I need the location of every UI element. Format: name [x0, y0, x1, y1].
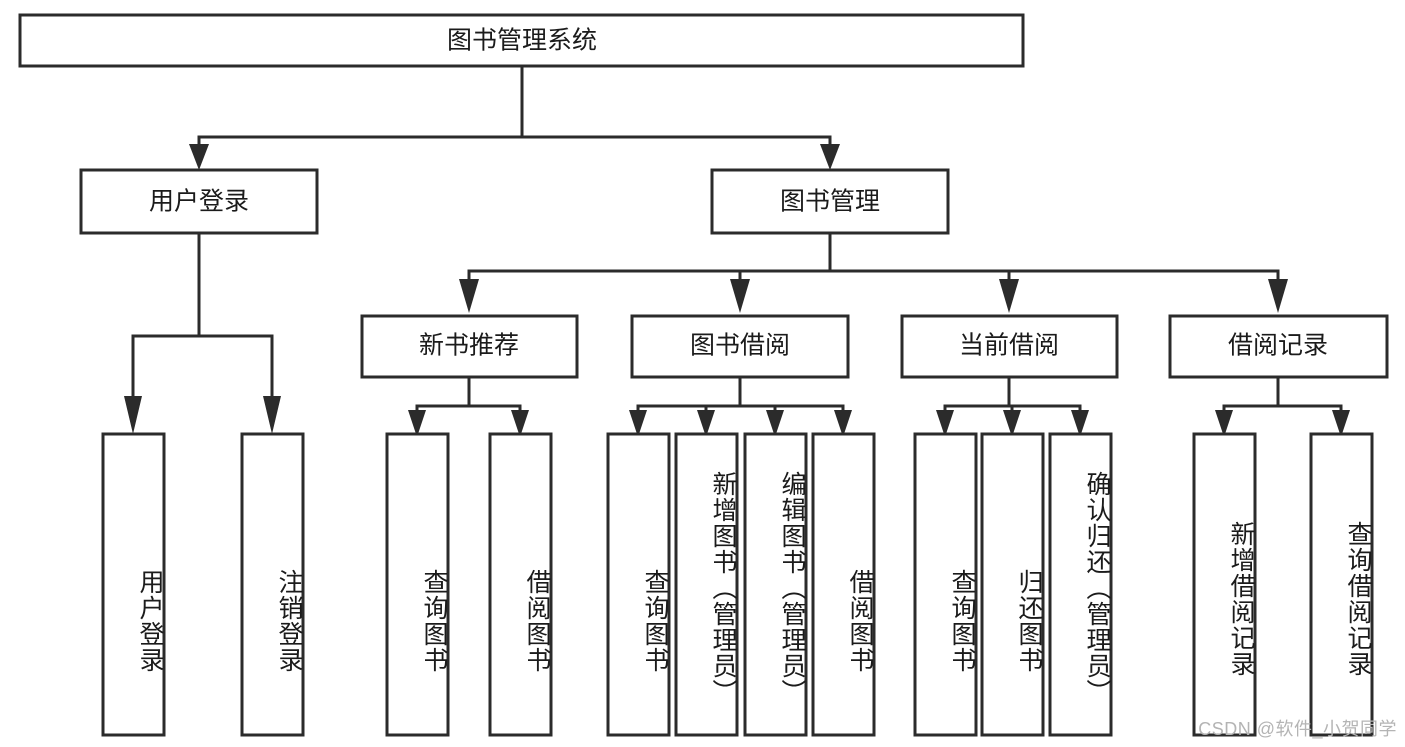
connector-new-book-recommend-to-leaves [408, 375, 529, 437]
connector-borrow-record-to-leaves [1215, 375, 1350, 437]
leaf-boxes [101, 432, 1374, 737]
node-box[interactable] [900, 314, 1119, 379]
leaf-box-confirm-return[interactable] [1048, 432, 1113, 737]
leaf-box-edit-book[interactable] [743, 432, 808, 737]
leaf-box-user-login[interactable] [101, 432, 166, 737]
arrow-icon [936, 410, 954, 437]
leaf-box-return-book[interactable] [980, 432, 1045, 737]
node-box[interactable] [710, 168, 950, 235]
arrow-icon [1332, 410, 1350, 437]
node-label: 当前借阅 [959, 332, 1059, 360]
node-new-book-recommend[interactable]: 新书推荐 [360, 314, 579, 379]
node-label: 图书管理系统 [447, 27, 597, 55]
leaf-box-add-book[interactable] [674, 432, 739, 737]
arrow-icon [408, 410, 426, 437]
leaf-box-borrow-book-1[interactable] [488, 432, 553, 737]
node-label: 新书推荐 [419, 332, 519, 360]
leaf-box-borrow-book-2[interactable] [811, 432, 876, 737]
connector-book-management-to-level3 [459, 231, 1288, 313]
leaf-box-query-record[interactable] [1309, 432, 1374, 737]
node-user-login[interactable]: 用户登录 [79, 168, 319, 235]
arrow-icon [1268, 279, 1288, 313]
arrow-icon [124, 396, 142, 434]
arrow-icon [820, 144, 840, 170]
leaf-box-add-record[interactable] [1192, 432, 1257, 737]
leaf-box-query-book-1[interactable] [385, 432, 450, 737]
leaf-box-logout-login[interactable] [240, 432, 305, 737]
node-box[interactable] [360, 314, 579, 379]
leaf-box-query-book-2[interactable] [606, 432, 671, 737]
arrow-icon [1003, 410, 1021, 437]
node-label: 图书管理 [780, 188, 880, 216]
arrow-icon [730, 279, 750, 313]
leaf-box-query-book-3[interactable] [913, 432, 978, 737]
node-box[interactable] [1168, 314, 1389, 379]
connector-book-borrow-to-leaves [629, 375, 852, 437]
node-label: 图书借阅 [690, 332, 790, 360]
node-book-management[interactable]: 图书管理 [710, 168, 950, 235]
arrow-icon [459, 279, 479, 313]
arrow-icon [1071, 410, 1089, 437]
node-box[interactable] [18, 13, 1025, 68]
node-root[interactable]: 图书管理系统 [18, 13, 1025, 68]
arrow-icon [629, 410, 647, 437]
connector-root-to-level2 [189, 64, 840, 170]
arrow-icon [1215, 410, 1233, 437]
arrow-icon [834, 410, 852, 437]
arrow-icon [766, 410, 784, 437]
arrow-icon [697, 410, 715, 437]
arrow-icon [263, 396, 281, 434]
arrow-icon [189, 144, 209, 170]
node-current-borrow[interactable]: 当前借阅 [900, 314, 1119, 379]
csdn-watermark: CSDN @软件_小贺同学 [1198, 719, 1397, 739]
node-label: 借阅记录 [1228, 332, 1328, 360]
arrow-icon [999, 279, 1019, 313]
arrow-icon [511, 410, 529, 437]
node-label: 用户登录 [149, 188, 249, 216]
node-box[interactable] [630, 314, 850, 379]
node-borrow-record[interactable]: 借阅记录 [1168, 314, 1389, 379]
node-box[interactable] [79, 168, 319, 235]
connector-user-login-to-leaves [124, 231, 281, 434]
node-book-borrow[interactable]: 图书借阅 [630, 314, 850, 379]
connector-current-borrow-to-leaves [936, 375, 1089, 437]
